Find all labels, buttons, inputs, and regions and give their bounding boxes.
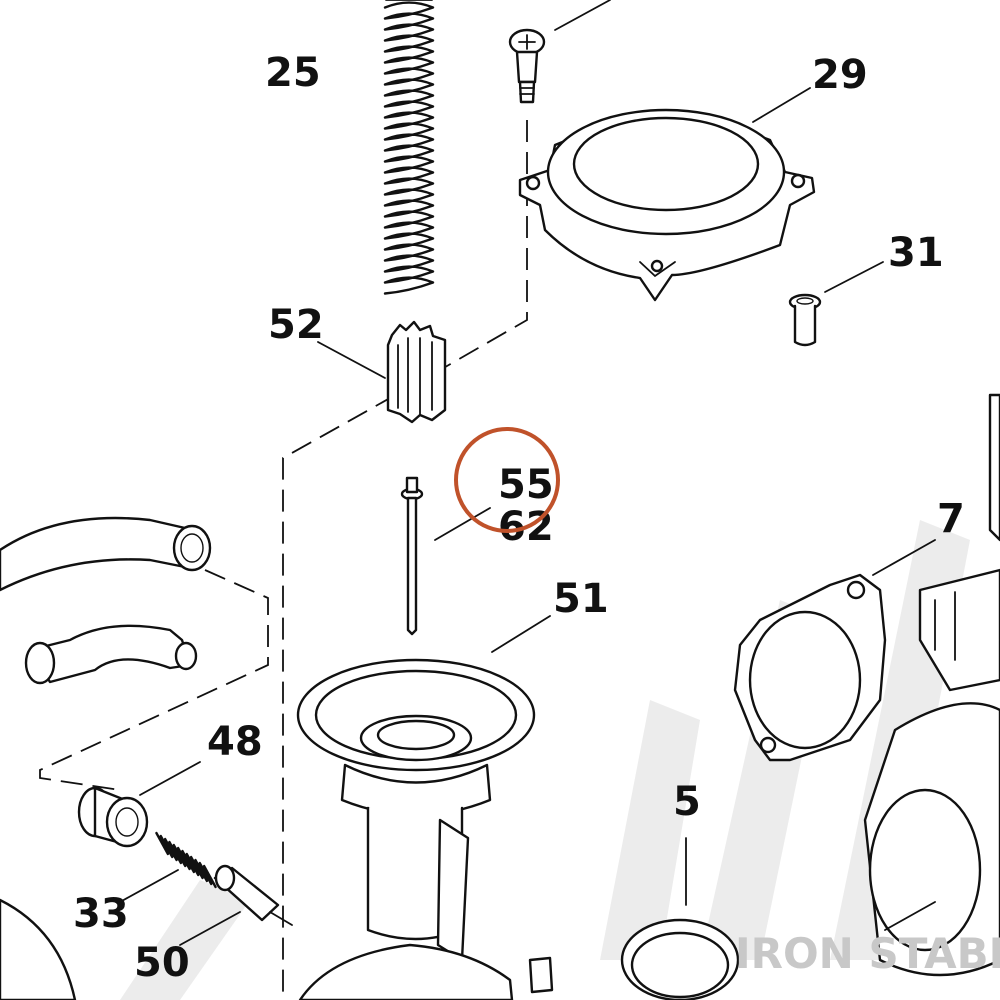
- part-31-bushing: [788, 261, 884, 347]
- callout-50: 50: [134, 940, 190, 986]
- part-29-diaphragm-cover: [518, 87, 816, 302]
- callout-7: 7: [937, 496, 965, 542]
- part-25-spring: [383, 0, 435, 295]
- watermark-text: IRON STABLE: [735, 929, 1000, 978]
- callout-29: 29: [812, 52, 868, 98]
- part-51-diaphragm-slide: [296, 615, 551, 962]
- highlight-circle: [454, 427, 560, 533]
- part-5-seal-ring: [620, 837, 740, 1000]
- callout-33: 33: [73, 891, 129, 937]
- assembly-guide-lines: [39, 120, 528, 1000]
- part-vent-hose-upper: [0, 516, 212, 592]
- callout-5: 5: [673, 779, 701, 825]
- callout-31: 31: [888, 230, 944, 276]
- part-intake-tube: [863, 702, 1000, 977]
- part-33-small-spring: [119, 831, 217, 903]
- part-55-62-jet-needle: [400, 476, 491, 636]
- callout-55: 55: [498, 462, 554, 508]
- callout-51: 51: [553, 576, 609, 622]
- callout-52: 52: [268, 302, 324, 348]
- part-7-intake-flange: [733, 539, 936, 762]
- part-carburetor-body: [0, 898, 554, 1000]
- callout-25: 25: [265, 50, 321, 96]
- part-50-plunger: [179, 864, 293, 946]
- callout-48: 48: [207, 719, 263, 765]
- part-48-fitting: [77, 761, 201, 848]
- part-sensor-connector: [918, 393, 1000, 692]
- part-52-slide-guide: [317, 320, 447, 424]
- part-screw-top: [508, 0, 611, 104]
- part-vent-hose-lower: [24, 624, 198, 685]
